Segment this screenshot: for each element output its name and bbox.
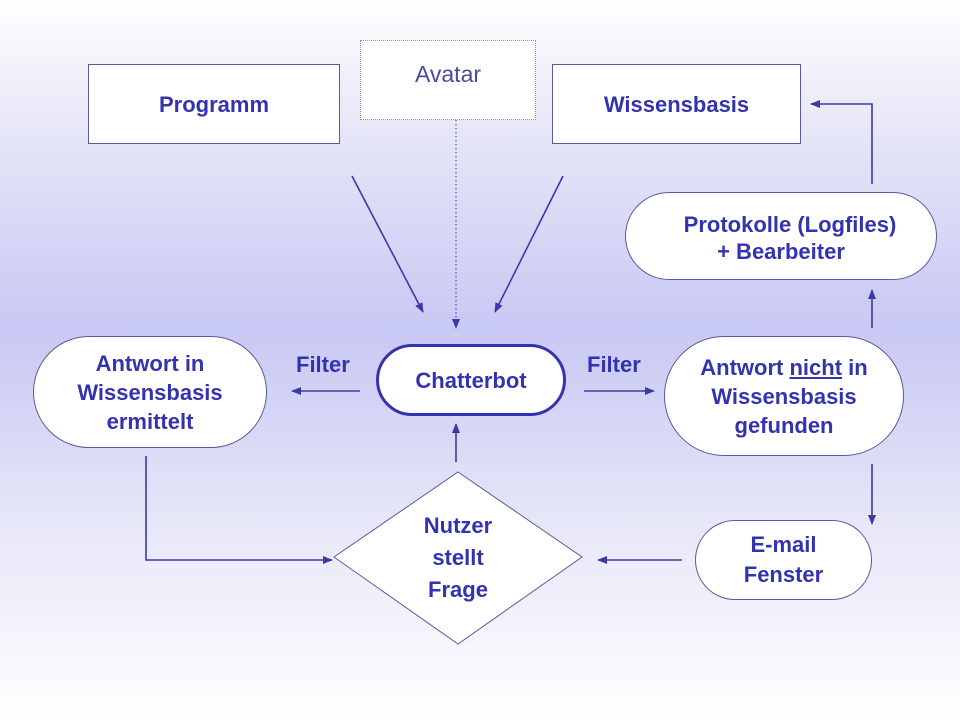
edge-protokolle-wissensbasis	[810, 100, 873, 184]
node-chatterbot-label: Chatterbot	[415, 367, 527, 393]
node-email-line1: E-mail	[750, 532, 817, 557]
edge-antwort-in-nutzer	[145, 456, 333, 564]
node-avatar-label: Avatar	[414, 61, 482, 87]
node-protokolle: Protokolle (Logfiles) + Bearbeiter	[625, 192, 937, 280]
node-programm: Programm	[88, 64, 340, 144]
edge-label-filter-left: Filter	[296, 352, 350, 377]
node-wissensbasis: Wissensbasis	[552, 64, 801, 144]
node-nutzer-line3: Frage	[428, 577, 488, 602]
node-antwort-in-line3: ermittelt	[106, 408, 194, 434]
node-antwort-nicht-line2: Wissensbasis	[711, 383, 857, 409]
node-email-line2: Fenster	[743, 562, 824, 587]
node-antwort-in-line1: Antwort in	[95, 350, 205, 376]
node-programm-label: Programm	[158, 91, 270, 117]
node-wissensbasis-label: Wissensbasis	[603, 91, 750, 117]
node-protokolle-line2: + Bearbeiter	[717, 239, 845, 264]
node-nutzer-line2: stellt	[432, 545, 484, 570]
node-nutzer: Nutzer stellt Frage	[388, 510, 528, 606]
node-antwort-in-line2: Wissensbasis	[77, 379, 223, 405]
node-nutzer-line1: Nutzer	[423, 513, 493, 538]
node-nutzer-diamond	[333, 471, 583, 645]
node-chatterbot: Chatterbot	[376, 344, 566, 416]
edge-label-filter-right: Filter	[587, 352, 641, 377]
node-antwort-nicht-line3: gefunden	[734, 412, 834, 438]
node-antwort-in: Antwort in Wissensbasis ermittelt	[33, 336, 267, 448]
node-antwort-nicht-line1: Antwort nicht in	[700, 353, 867, 382]
node-antwort-nicht-line1-post: in	[842, 354, 868, 380]
node-protokolle-line1: Protokolle (Logfiles)	[683, 212, 897, 237]
node-email: E-mail Fenster	[695, 520, 872, 600]
node-antwort-nicht-line1-underlined: nicht	[789, 354, 843, 380]
edge-wissensbasis-chatterbot	[494, 175, 564, 313]
node-avatar: Avatar	[360, 40, 536, 120]
node-antwort-nicht-line1-pre: Antwort	[700, 354, 790, 380]
node-antwort-nicht: Antwort nicht in Wissensbasis gefunden	[664, 336, 904, 456]
edge-programm-chatterbot	[351, 175, 424, 313]
